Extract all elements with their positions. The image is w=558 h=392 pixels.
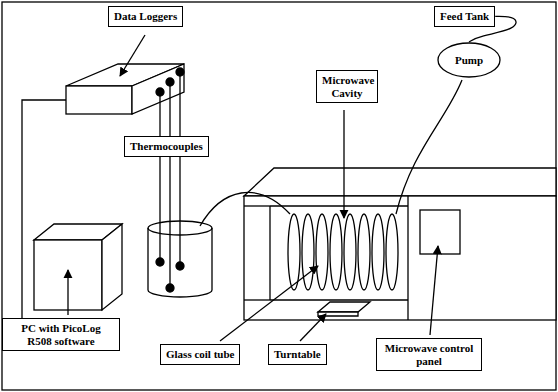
data-logger <box>66 64 184 114</box>
pc-box <box>34 224 122 310</box>
callout-box: Glass coil tube <box>160 344 240 365</box>
node-label: Glass coil tube <box>166 348 234 361</box>
node-label: Microwave control panel <box>382 342 476 367</box>
coil-winding <box>344 214 356 290</box>
node-label: Data Loggers <box>114 10 177 23</box>
control-panel-window <box>420 210 460 254</box>
node-label: Turntable <box>274 348 321 361</box>
pump-ellipse-outline <box>438 43 500 77</box>
coil-winding <box>386 214 398 290</box>
leader-arrows <box>68 35 438 341</box>
callout-box: Turntable <box>268 344 327 365</box>
inlet-tube <box>200 192 290 226</box>
callout-box: PC with PicoLog R508 software <box>2 318 120 351</box>
node-label: Pump <box>455 54 483 67</box>
coil-winding <box>288 214 300 290</box>
coil-winding <box>302 214 314 290</box>
thermocouple-tips <box>156 68 184 292</box>
node-label: PC with PicoLog R508 software <box>8 322 114 347</box>
node-label: Thermocouples <box>130 140 203 153</box>
pump-tube <box>396 80 462 214</box>
thermocouple-wires <box>160 72 180 286</box>
callout-box: Thermocouples <box>124 136 209 157</box>
callout-box: Feed Tank <box>434 6 495 27</box>
microwave-oven <box>244 168 556 320</box>
pump-ellipse: Pump <box>437 42 501 78</box>
coil-winding <box>372 214 384 290</box>
node-label: Microwave Cavity <box>322 74 372 99</box>
coil-winding <box>330 214 342 290</box>
coil-winding <box>358 214 370 290</box>
callout-box: Data Loggers <box>108 6 183 27</box>
coil-winding <box>316 214 328 290</box>
node-label: Feed Tank <box>440 10 489 23</box>
callout-box: Microwave control panel <box>376 338 482 371</box>
callout-box: Microwave Cavity <box>316 70 378 103</box>
glass-coil <box>288 214 398 290</box>
